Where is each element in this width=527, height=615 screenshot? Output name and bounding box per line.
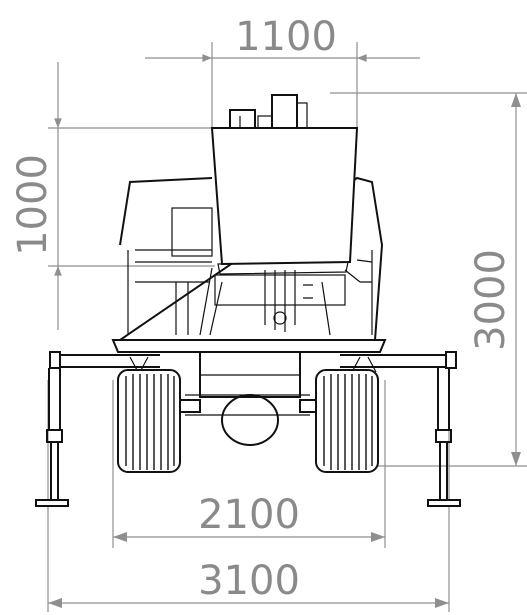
platform-basket bbox=[210, 127, 359, 266]
arrow-bottom bbox=[511, 452, 521, 466]
arrow-top bbox=[511, 93, 521, 107]
front-frame bbox=[111, 339, 387, 353]
control-box-left bbox=[229, 109, 256, 129]
outrigger-left-bracket bbox=[49, 351, 61, 369]
differential bbox=[221, 394, 279, 446]
outrigger-hinges bbox=[129, 356, 377, 373]
platform-width-label: 1100 bbox=[235, 14, 337, 60]
outrigger-span-label: 3100 bbox=[198, 558, 300, 604]
outrigger-right-bracket bbox=[445, 351, 457, 369]
platform-floor bbox=[217, 261, 349, 275]
chassis-inner-lines bbox=[127, 250, 373, 335]
tire-left bbox=[117, 369, 181, 473]
outrigger-left-foot bbox=[35, 499, 69, 507]
outrigger-right-leg-upper bbox=[437, 368, 450, 430]
outrigger-left-leg-upper bbox=[48, 368, 61, 430]
boom-pivot bbox=[273, 311, 287, 325]
outrigger-right-beam bbox=[340, 354, 446, 368]
wheel-right bbox=[315, 369, 379, 473]
chassis-body bbox=[116, 176, 384, 341]
control-box-small bbox=[257, 115, 273, 129]
outrigger-right-collar bbox=[435, 429, 452, 443]
tire-right bbox=[315, 369, 379, 473]
chassis-window bbox=[171, 207, 213, 257]
machine-front-view bbox=[35, 94, 461, 507]
platform-height-label: 1000 bbox=[10, 154, 56, 256]
arrow-left bbox=[113, 532, 127, 542]
tire-right-treads bbox=[323, 374, 373, 470]
tire-left-treads bbox=[125, 374, 175, 470]
dimension-platform-height: 1000 bbox=[10, 62, 215, 330]
arrow-left bbox=[48, 598, 62, 608]
outrigger-left-collar bbox=[46, 429, 63, 443]
dimension-platform-width: 1100 bbox=[145, 14, 420, 128]
chassis-detail bbox=[135, 249, 212, 335]
overall-height-label: 3000 bbox=[468, 249, 514, 351]
arrow-right bbox=[371, 532, 385, 542]
boom-mechanism bbox=[264, 270, 313, 332]
wheel-track-label: 2100 bbox=[198, 492, 300, 538]
arrow-right bbox=[435, 598, 449, 608]
control-box-center bbox=[271, 94, 298, 129]
wheel-left bbox=[117, 369, 181, 473]
outrigger-right-foot bbox=[427, 499, 461, 507]
dimension-overall-height: 3000 bbox=[330, 92, 527, 467]
boom-arm bbox=[199, 267, 361, 336]
hub-links bbox=[180, 399, 316, 413]
outrigger-left-leg-lower bbox=[50, 442, 59, 500]
dimension-wheel-track: 2100 bbox=[112, 380, 386, 548]
outrigger-right-leg-lower bbox=[439, 442, 448, 500]
outrigger-left-beam bbox=[60, 354, 160, 368]
boom-base bbox=[214, 274, 346, 306]
chassis-detail-right bbox=[356, 259, 373, 283]
control-box-side bbox=[296, 102, 308, 129]
